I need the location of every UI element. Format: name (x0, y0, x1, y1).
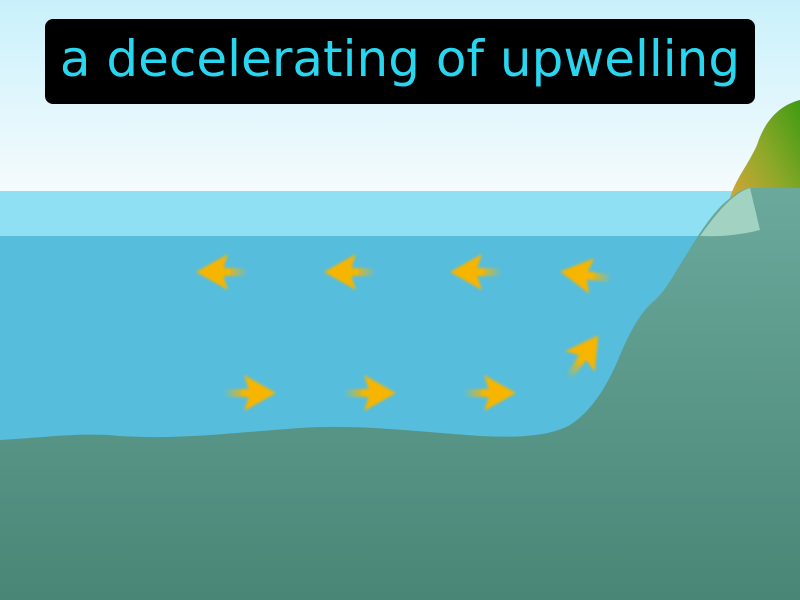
seabed (0, 188, 800, 600)
caption-box: a decelerating of upwelling (45, 19, 755, 104)
water-surface-band (0, 191, 800, 241)
caption-text: a decelerating of upwelling (59, 29, 741, 88)
shore-slope (700, 188, 760, 237)
